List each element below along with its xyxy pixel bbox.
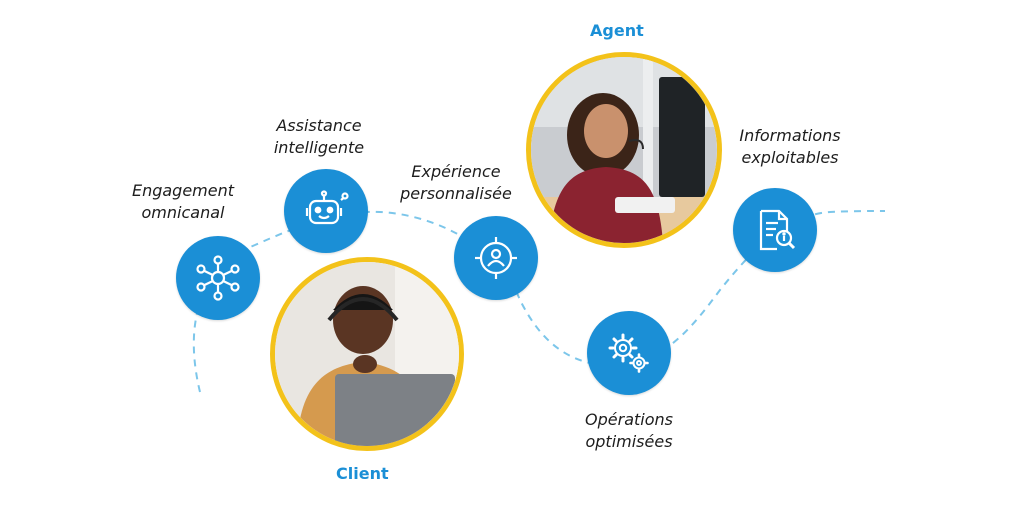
client-photo bbox=[270, 257, 464, 451]
client-label: Client bbox=[336, 464, 389, 483]
robot-icon bbox=[305, 190, 349, 225]
user-target-icon bbox=[475, 237, 517, 279]
operations-node[interactable] bbox=[587, 311, 671, 395]
gears-icon bbox=[608, 333, 649, 373]
omnichannel-node[interactable] bbox=[176, 236, 260, 320]
experience-node[interactable] bbox=[454, 216, 538, 300]
assistance-node[interactable] bbox=[284, 169, 368, 253]
network-hub-icon bbox=[196, 255, 240, 301]
document-search-icon bbox=[759, 209, 796, 251]
agent-photo bbox=[526, 52, 722, 248]
insights-node[interactable] bbox=[733, 188, 817, 272]
agent-label: Agent bbox=[590, 21, 644, 40]
